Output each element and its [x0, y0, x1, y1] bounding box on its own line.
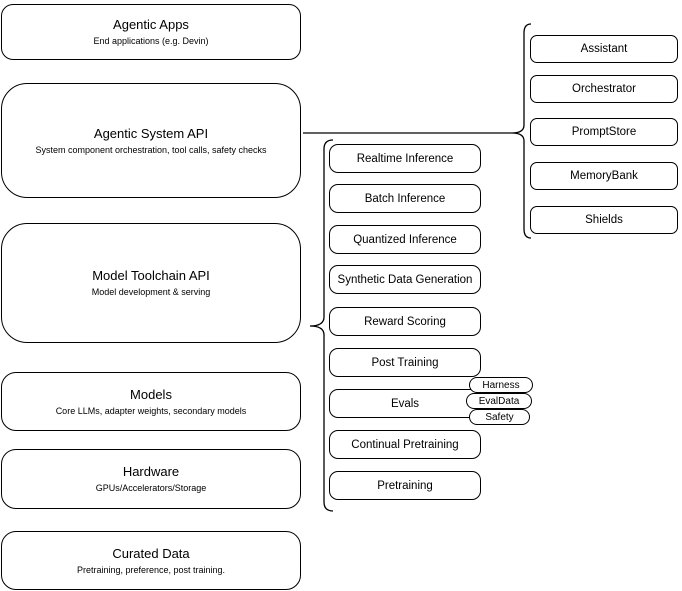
- agentic-system-api-box: Agentic System API System component orch…: [1, 83, 301, 198]
- hardware-box: Hardware GPUs/Accelerators/Storage: [1, 449, 301, 509]
- agentic-apps-title: Agentic Apps: [113, 17, 189, 32]
- hardware-subtitle: GPUs/Accelerators/Storage: [95, 483, 207, 493]
- agentic-apps-subtitle: End applications (e.g. Devin): [93, 36, 209, 46]
- toolchain-item-realtime-inference: Realtime Inference: [329, 144, 481, 173]
- agentic-system-api-title: Agentic System API: [93, 125, 209, 141]
- models-title: Models: [130, 386, 172, 402]
- system-component-memorybank: MemoryBank: [530, 162, 678, 190]
- toolchain-item-batch-inference: Batch Inference: [329, 184, 481, 213]
- toolchain-item-post-training: Post Training: [329, 348, 481, 377]
- hardware-title: Hardware: [122, 464, 180, 479]
- system-component-assistant: Assistant: [530, 35, 678, 63]
- curated-data-subtitle: Pretraining, preference, post training.: [76, 564, 226, 575]
- toolchain-item-continual-pretraining: Continual Pretraining: [329, 430, 481, 459]
- curated-data-box: Curated Data Pretraining, preference, po…: [1, 531, 301, 590]
- toolchain-item-reward-scoring: Reward Scoring: [329, 307, 481, 336]
- eval-tag-safety: Safety: [469, 409, 530, 425]
- model-toolchain-api-title: Model Toolchain API: [92, 268, 210, 283]
- eval-tag-evaldata: EvalData: [466, 393, 532, 409]
- agentic-apps-box: Agentic Apps End applications (e.g. Devi…: [1, 4, 301, 60]
- eval-tag-harness: Harness: [469, 377, 533, 393]
- system-component-shields: Shields: [530, 206, 678, 234]
- model-toolchain-api-subtitle: Model development & serving: [91, 287, 211, 297]
- model-toolchain-api-box: Model Toolchain API Model development & …: [1, 223, 301, 343]
- models-subtitle: Core LLMs, adapter weights, secondary mo…: [55, 405, 247, 416]
- toolchain-item-quantized-inference: Quantized Inference: [329, 225, 481, 254]
- system-components-brace: [511, 23, 532, 239]
- system-component-orchestrator: Orchestrator: [530, 75, 678, 103]
- agentic-system-api-subtitle: System component orchestration, tool cal…: [35, 144, 267, 155]
- curated-data-title: Curated Data: [112, 545, 190, 561]
- models-box: Models Core LLMs, adapter weights, secon…: [1, 372, 301, 431]
- toolchain-item-synthetic-data-generation: Synthetic Data Generation: [329, 265, 481, 294]
- toolchain-item-evals: Evals: [329, 389, 481, 418]
- system-component-promptstore: PromptStore: [530, 118, 678, 146]
- toolchain-item-pretraining: Pretraining: [329, 471, 481, 500]
